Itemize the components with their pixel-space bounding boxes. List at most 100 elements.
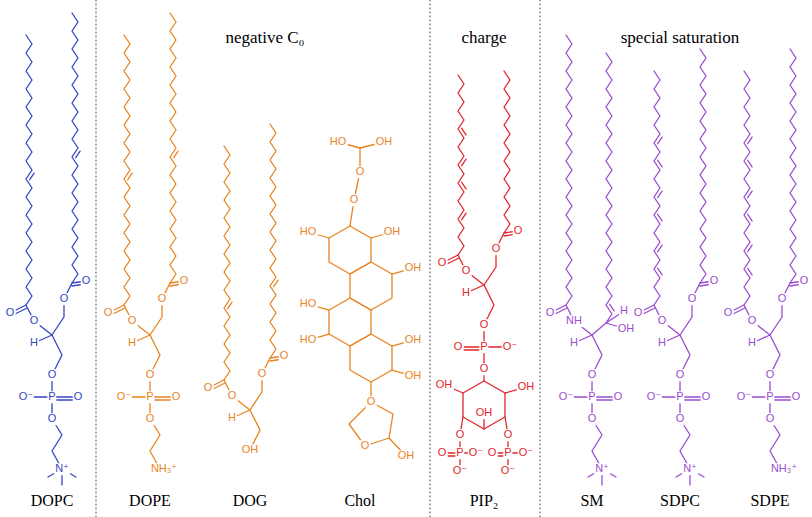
atom-label: O <box>479 363 490 375</box>
atom-label: O⁻ <box>500 465 516 477</box>
dog-structure-part <box>224 146 232 380</box>
sdpe-structure-part <box>728 281 804 343</box>
atom-label: O <box>613 391 624 403</box>
sdpc-structure <box>638 49 714 485</box>
atom-label: P <box>479 341 488 353</box>
section-divider-part <box>96 0 97 517</box>
section-divider <box>96 0 540 517</box>
dopc-structure-part <box>26 35 34 305</box>
atom-label: H <box>127 337 137 349</box>
atom-label: O <box>59 293 70 305</box>
atom-label: N⁺ <box>682 463 698 475</box>
pip2-structure-part <box>442 231 518 293</box>
atom-label: OH <box>375 136 394 148</box>
sm-structure-part <box>566 35 572 305</box>
atom-label: O <box>657 315 668 327</box>
sm-structure-part-part <box>566 35 572 305</box>
dope-structure-part-part <box>170 13 176 283</box>
atom-label: O⁻ <box>18 391 34 403</box>
chol-structure-part <box>308 232 413 402</box>
lipid-name: DOPE <box>129 492 171 510</box>
atom-label: OH <box>404 334 423 346</box>
atom-label: OH <box>435 379 454 391</box>
dope-structure-part <box>170 13 178 283</box>
atom-label: O <box>455 429 466 441</box>
atom-label: O⁻ <box>116 391 132 403</box>
sm-structure-part <box>550 305 626 343</box>
dog-structure-part-part <box>274 280 278 287</box>
lipid-name: DOPC <box>31 492 74 510</box>
atom-label: O <box>777 293 788 305</box>
atom-label: O⁻ <box>468 447 484 459</box>
sdpe-structure <box>728 49 804 469</box>
dog-structure <box>208 124 284 450</box>
lipid-name: SM <box>580 492 603 510</box>
atom-label: O <box>747 315 758 327</box>
atom-label: O <box>633 307 644 319</box>
pip2-structure-part-part <box>504 71 510 233</box>
atom-label: HO <box>299 226 318 238</box>
chol-structure-part <box>350 262 392 310</box>
atom-label: O <box>461 265 472 277</box>
atom-label: OH <box>404 262 423 274</box>
sdpc-structure-part <box>638 281 714 343</box>
atom-label: O <box>279 350 290 362</box>
lipid-name: PIP₂ <box>470 492 499 510</box>
pip2-structure-part <box>444 385 526 429</box>
pip2-structure-part-part <box>462 128 466 219</box>
atom-label: O⁻ <box>558 391 574 403</box>
pip2-structure-part <box>458 75 466 255</box>
atom-label: O <box>503 429 514 441</box>
pip2-structure-part <box>458 285 510 381</box>
atom-label: O <box>487 447 498 459</box>
atom-label: P <box>455 447 464 459</box>
lipid-name: Chol <box>344 492 375 510</box>
dopc-structure-part-part <box>30 173 34 180</box>
atom-label: NH₃⁺ <box>150 463 178 475</box>
atom-label: O <box>675 413 686 425</box>
atom-label: H <box>569 337 579 349</box>
atom-label: O <box>799 275 810 287</box>
atom-label: H <box>461 287 471 299</box>
pip2-structure-part-part <box>458 75 464 255</box>
atom-label: O <box>29 315 40 327</box>
dope-structure-part <box>108 281 184 343</box>
sdpe-structure-part-part <box>790 49 796 283</box>
sm-structure <box>550 35 626 485</box>
atom-label: OH <box>617 323 636 335</box>
atom-label: NH₃⁺ <box>770 463 798 475</box>
atom-label: O <box>545 307 556 319</box>
atom-label: O⁻ <box>518 447 534 459</box>
sdpc-structure-part-part <box>700 49 706 283</box>
atom-label: NH <box>565 315 583 327</box>
dopc-structure-part-part <box>76 151 80 158</box>
atom-label: O <box>47 413 58 425</box>
section-header: negative C₀ <box>222 29 307 48</box>
dopc-structure-part <box>72 13 80 283</box>
atom-label: O <box>587 413 598 425</box>
atom-label: OH <box>517 381 536 393</box>
atom-label: O <box>687 293 698 305</box>
atom-label: O <box>360 440 371 452</box>
atom-label: O <box>47 369 58 381</box>
atom-label: P <box>503 447 512 459</box>
lipid-name: SDPC <box>660 492 700 510</box>
atom-label: O <box>227 390 238 402</box>
sdpc-structure-part-part <box>658 137 662 275</box>
section-divider-part <box>430 0 431 517</box>
atom-label: P <box>47 391 56 403</box>
atom-label: O <box>103 307 114 319</box>
dopc-structure-part-part <box>72 13 78 283</box>
atom-label: O <box>709 275 720 287</box>
sm-structure-part-part <box>606 53 612 323</box>
atom-label: O <box>765 369 776 381</box>
atom-label: O <box>513 225 524 237</box>
atom-label: O <box>81 275 92 287</box>
sdpc-structure-part <box>700 49 706 283</box>
atom-label: O <box>5 307 16 319</box>
atom-label: O <box>587 369 598 381</box>
atom-label: O <box>437 447 448 459</box>
atom-label: P <box>675 391 684 403</box>
chol-structure-part <box>338 142 384 226</box>
atom-label: O⁻ <box>452 465 468 477</box>
